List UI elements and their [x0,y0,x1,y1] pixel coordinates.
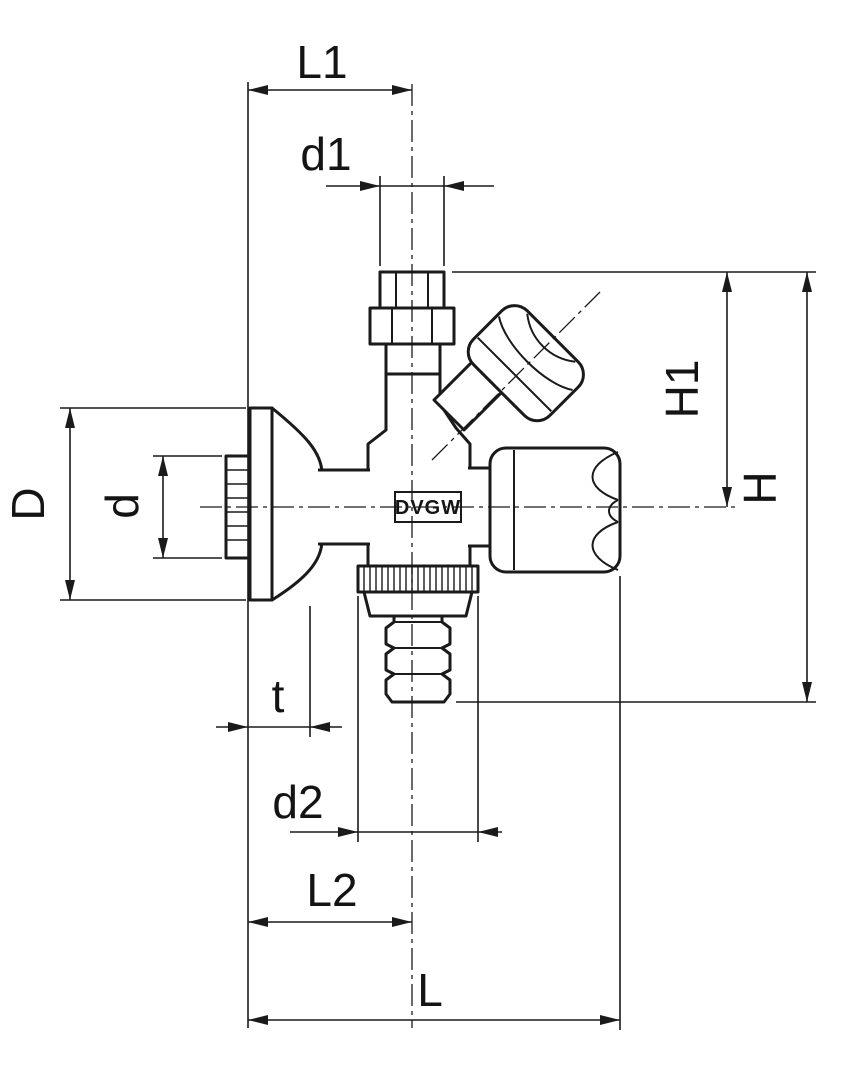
branch-centerline [431,291,601,461]
handwheel [488,446,622,574]
wall-connection [224,406,324,602]
dim-label-D: D [2,487,54,520]
dim-L1: L1 [248,36,412,95]
hose-connector [356,564,480,704]
dim-label-d1: d1 [300,128,351,180]
rosette-bell [270,406,324,602]
arrowhead [444,181,464,191]
dim-L2: L2 [248,864,412,927]
arrowhead [802,682,812,702]
thread-lines [226,469,252,541]
arrowhead [802,272,812,292]
wheel-neck-edges [468,466,490,548]
upper-valve-knob [466,304,585,423]
arrowhead [478,827,498,837]
arrowhead [600,1015,620,1025]
dim-d2: d2 [272,596,502,842]
arrowhead [338,827,358,837]
knob-grip-line-2 [526,313,576,363]
dim-d1: d1 [300,128,494,266]
inlet-pipe [384,342,442,376]
arrowhead [310,722,330,732]
wheel-grip-lower [591,521,619,571]
dim-label-d: d [96,493,148,519]
arrowhead [392,917,412,927]
arrowhead [158,538,168,558]
barb-ridge-lines [394,621,442,675]
arrowhead [248,917,268,927]
arrowhead [248,1015,268,1025]
hex-facets [391,308,433,344]
knob-cap [466,304,585,423]
dim-label-t: t [272,670,285,722]
knob-grip-line-1 [497,316,573,392]
union-band [362,590,474,618]
dim-L: L [248,576,621,1030]
dim-label-L1: L1 [296,36,347,88]
wheel-grip-upper [591,451,619,501]
arrowhead [392,85,412,95]
arrowhead [228,722,248,732]
dim-label-H: H [734,471,786,504]
wheel-grip-middle [608,499,619,523]
dimensions: L1 d1 D d [2,36,816,1030]
arrowhead [158,456,168,476]
top-fitting [368,270,456,376]
dim-label-H1: H1 [656,360,708,419]
dim-d: d [96,455,222,559]
cap-facets [395,272,429,308]
dvgw-marking: DVGW [395,497,461,519]
handwheel-assembly [468,446,622,574]
dim-D: D [2,407,246,601]
dim-label-d2: d2 [272,776,323,828]
dim-H1: H1 [452,271,816,507]
dim-t: t [216,606,342,737]
arrowhead [722,487,732,507]
arrowhead [65,580,75,600]
dim-H: H [456,272,816,703]
arrowhead [360,181,380,191]
centerlines [200,84,740,1028]
dim-label-L: L [417,964,443,1016]
knob-face-line [477,337,552,412]
valve-drawing: DVGW [200,84,740,1028]
hose-barb [384,614,452,704]
arrowhead [722,272,732,292]
arrowhead [248,85,268,95]
dim-label-L2: L2 [306,864,357,916]
arrowhead [65,408,75,428]
rosette-plate [248,406,274,602]
wall-neck-edges [318,468,370,546]
upper-valve-branch [432,304,585,432]
